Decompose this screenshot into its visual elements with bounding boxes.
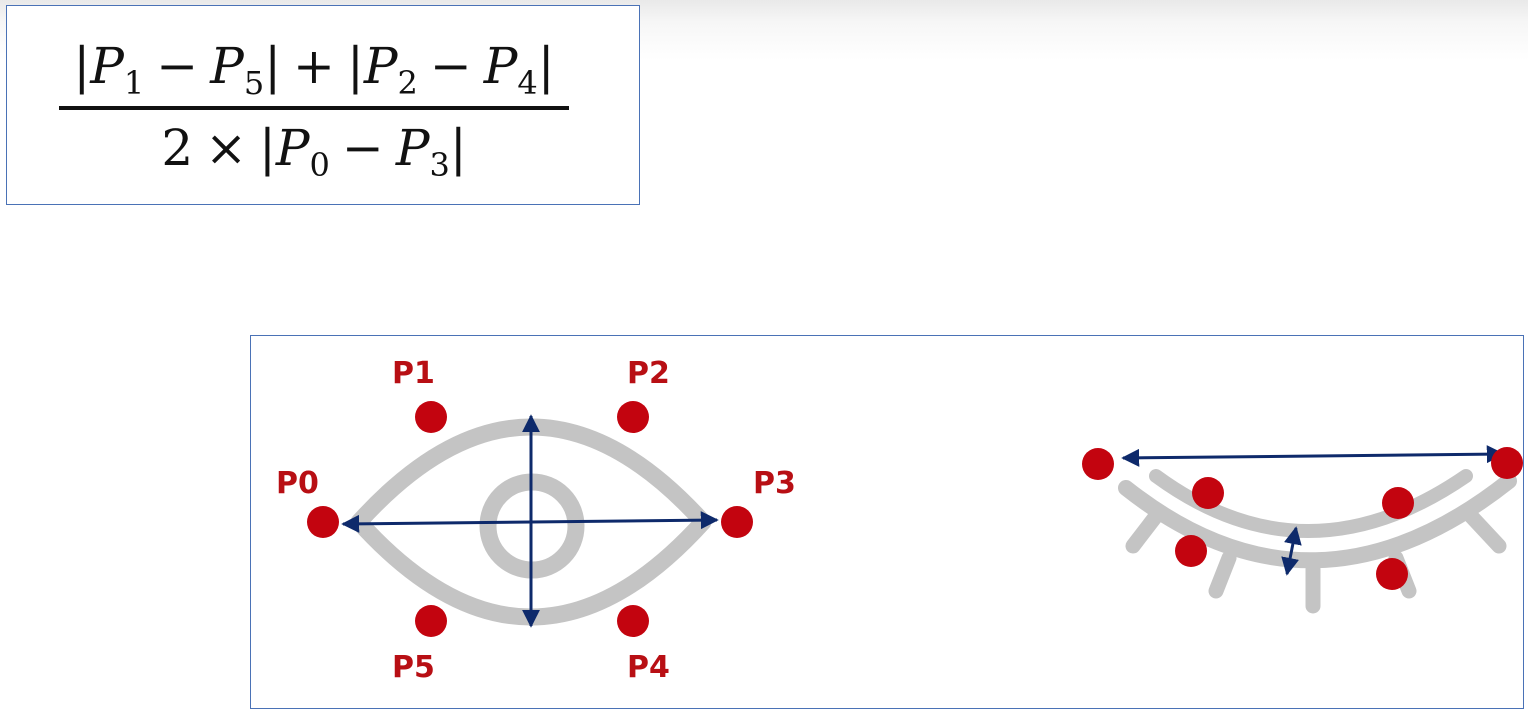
landmark-p0 [307,506,339,538]
closed-eye-lash-line [1118,473,1517,569]
closed-landmark-p4 [1376,558,1408,590]
closed-horizontal-distance-arrow [1121,445,1505,467]
landmark-p5 [415,605,447,637]
fraction-bar [59,106,569,110]
closed-eye [1082,445,1523,614]
label-p4: P4 [627,650,670,685]
label-p2: P2 [627,356,670,391]
landmark-p2 [617,401,649,433]
open-eye: P0 P1 P2 P3 P4 P5 [276,356,796,685]
ear-formula: |P1−P5|+|P2−P4| 2×|P0−P3| [59,36,569,188]
formula-box: |P1−P5|+|P2−P4| 2×|P0−P3| [6,5,640,205]
landmark-p4 [617,605,649,637]
label-p0: P0 [276,466,319,501]
closed-landmark-p5 [1175,535,1207,567]
label-p1: P1 [392,356,435,391]
eye-landmarks-diagram: P0 P1 P2 P3 P4 P5 [276,356,1523,685]
label-p3: P3 [753,466,796,501]
closed-landmark-p1 [1192,477,1224,509]
closed-vertical-distance-arrow [1281,526,1302,576]
eye-diagram-box: P0 P1 P2 P3 P4 P5 [250,335,1524,709]
closed-landmark-p3 [1491,447,1523,479]
closed-landmark-p0 [1082,448,1114,480]
formula-numerator: |P1−P5|+|P2−P4| [73,37,555,103]
formula-denominator: 2×|P0−P3| [161,119,467,185]
landmark-p1 [415,401,447,433]
closed-landmark-p2 [1382,487,1414,519]
label-p5: P5 [392,650,435,685]
landmark-p3 [721,506,753,538]
